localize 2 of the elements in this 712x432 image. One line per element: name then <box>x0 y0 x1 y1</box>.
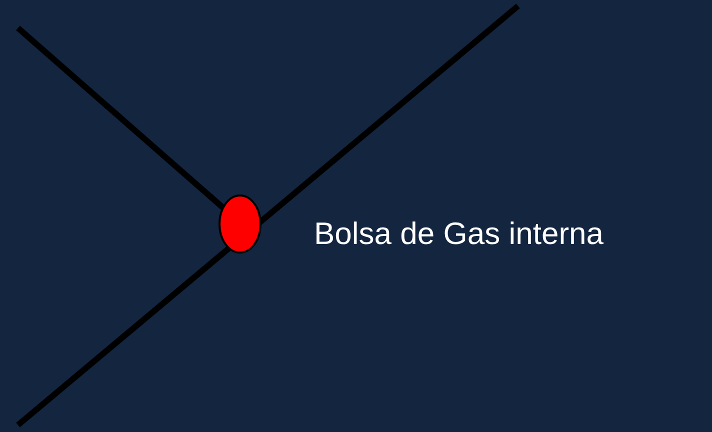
callout-text: Bolsa de Gas interna <box>314 218 604 249</box>
gas-pocket-ellipse <box>218 194 262 254</box>
